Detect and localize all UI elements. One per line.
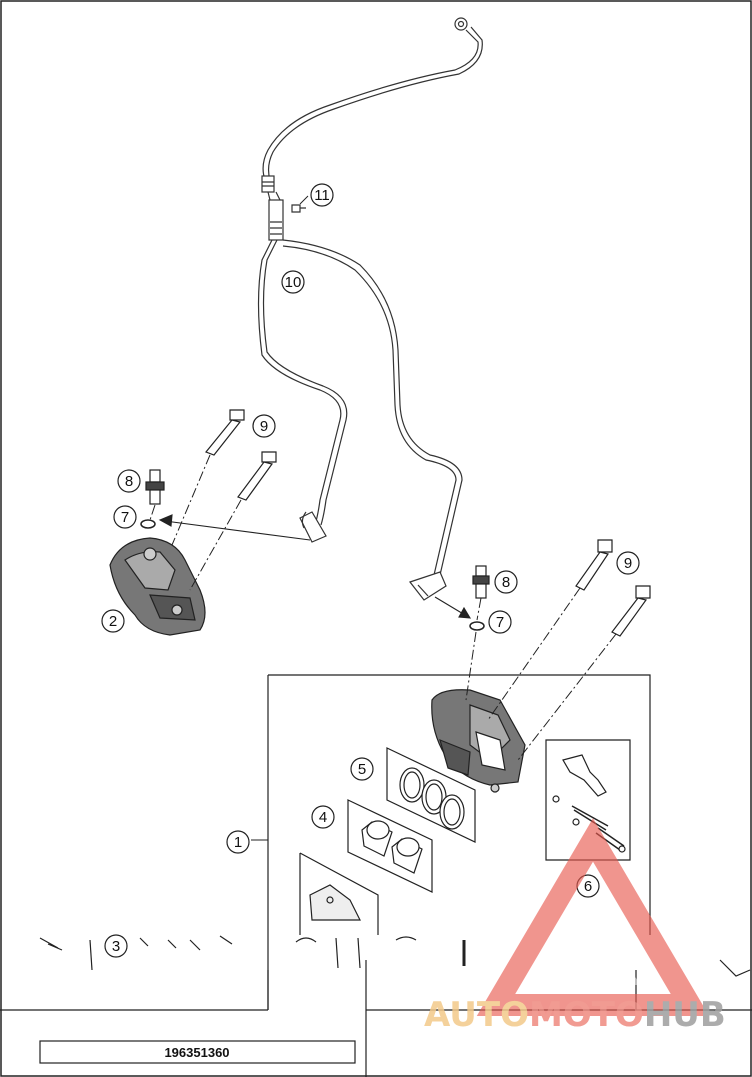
o-ring-left xyxy=(140,519,156,529)
callout-2: 2 xyxy=(101,609,125,633)
line-splitter xyxy=(268,199,284,241)
callout-label: 2 xyxy=(109,613,117,630)
arrow-left xyxy=(158,514,311,541)
callout-circle xyxy=(488,610,512,634)
small-parts-kit xyxy=(545,739,631,861)
assembly-lines-right xyxy=(465,587,617,761)
watermark-logo: AUTOMOTOHUB xyxy=(424,818,726,1035)
callout-circle xyxy=(494,570,518,594)
callout-label: 8 xyxy=(125,473,133,490)
callout-circle xyxy=(104,934,128,958)
callout-9: 9 xyxy=(252,414,276,438)
watermark-hub: HUB xyxy=(644,995,726,1035)
reference-box xyxy=(39,1040,356,1064)
o-ring-right xyxy=(469,621,485,631)
callout-leaders xyxy=(251,195,309,841)
callout-label: 11 xyxy=(314,187,330,204)
callout-9: 9 xyxy=(616,551,640,575)
callout-circle xyxy=(226,830,250,854)
callout-circle xyxy=(113,505,137,529)
callout-label: 4 xyxy=(319,809,327,826)
caliper-right xyxy=(431,689,526,793)
callout-label: 9 xyxy=(260,418,268,435)
callout-circle xyxy=(350,757,374,781)
callout-circle xyxy=(616,551,640,575)
arrow-right xyxy=(434,596,472,619)
callout-4: 4 xyxy=(311,805,335,829)
kit-box-outline xyxy=(267,674,651,1010)
left-elbow-fitting xyxy=(299,511,327,543)
callout-label: 3 xyxy=(112,938,120,955)
bleed-valve-right xyxy=(472,565,490,599)
bleed-valve-left xyxy=(145,469,165,505)
callout-label: 6 xyxy=(584,878,592,895)
callout-5: 5 xyxy=(350,757,374,781)
watermark-auto: AUTO xyxy=(424,995,529,1035)
assembly-lines-left xyxy=(149,454,242,591)
brake-pad-kit xyxy=(299,852,379,935)
bleed-screw-11 xyxy=(291,204,306,213)
hose-fitting-upper xyxy=(261,175,275,193)
caliper-left xyxy=(109,537,206,636)
callout-8: 8 xyxy=(494,570,518,594)
callout-3: 3 xyxy=(104,934,128,958)
callout-10: 10 xyxy=(281,270,305,294)
callout-8: 8 xyxy=(117,469,141,493)
reference-number: 196351360 xyxy=(164,1045,229,1060)
callout-circle xyxy=(311,805,335,829)
piston-seal-kit xyxy=(386,747,476,843)
callout-circle xyxy=(310,183,334,207)
callout-circle xyxy=(117,469,141,493)
callout-label: 8 xyxy=(502,574,510,591)
brake-line-assembly xyxy=(257,17,483,601)
callouts: 11 10 9 8 7 2 9 8 7 5 4 1 6 3 xyxy=(101,183,640,958)
callout-11: 11 xyxy=(310,183,334,207)
caliper-bolts-right xyxy=(575,539,651,637)
callout-label: 9 xyxy=(624,555,632,572)
callout-label: 7 xyxy=(496,614,504,631)
callout-circle xyxy=(281,270,305,294)
callout-label: 10 xyxy=(285,274,302,291)
callout-7: 7 xyxy=(488,610,512,634)
callout-7: 7 xyxy=(113,505,137,529)
callout-circle xyxy=(101,609,125,633)
piston-kit xyxy=(347,799,433,893)
banjo-fitting-top xyxy=(454,17,468,31)
watermark-moto: MOTO xyxy=(529,995,644,1035)
callout-label: 5 xyxy=(358,761,366,778)
watermark-triangle-icon xyxy=(476,818,710,1016)
svg-text:AUTOMOTOHUB: AUTOMOTOHUB xyxy=(424,995,726,1035)
callout-circle xyxy=(252,414,276,438)
callout-label: 1 xyxy=(234,834,242,851)
callout-label: 7 xyxy=(121,509,129,526)
caliper-bolts-left xyxy=(205,409,277,501)
callout-1: 1 xyxy=(226,830,250,854)
right-elbow-fitting xyxy=(409,571,447,601)
